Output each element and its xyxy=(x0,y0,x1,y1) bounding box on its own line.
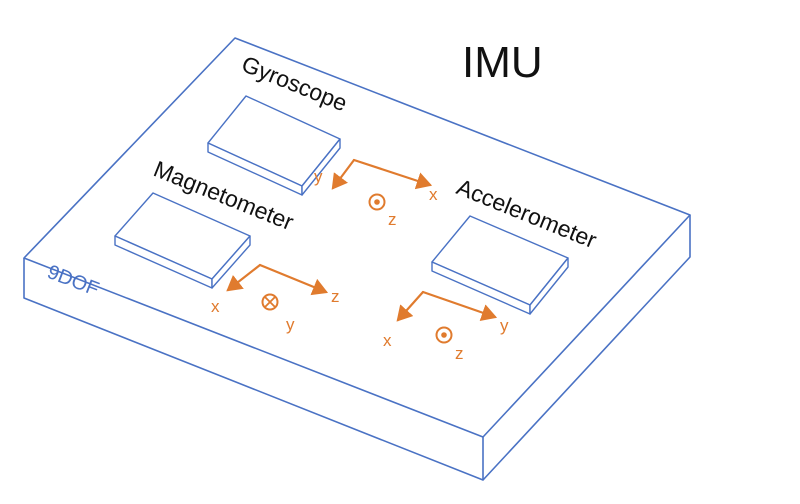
out-of-page-icon xyxy=(435,326,453,344)
magnetometer-z-axis xyxy=(258,263,329,296)
accelerometer-z-label: z xyxy=(455,344,464,363)
diagram-title: IMU xyxy=(462,38,543,87)
into-page-icon xyxy=(261,293,279,311)
accelerometer-y-axis xyxy=(421,290,498,321)
gyroscope-y-label: y xyxy=(314,167,323,186)
board-side-edge xyxy=(482,215,691,481)
magnetometer-z-label: z xyxy=(331,287,340,306)
gyroscope-axes: y x z xyxy=(314,158,438,229)
magnetometer-chip xyxy=(114,192,251,289)
magnetometer-x-axis xyxy=(226,263,262,292)
accelerometer-chip xyxy=(431,215,569,315)
accelerometer-x-axis xyxy=(396,290,425,322)
imu-board xyxy=(23,37,691,481)
gyroscope-x-axis xyxy=(352,158,433,190)
gyroscope-chip xyxy=(207,95,341,196)
board-label: 9DOF xyxy=(44,261,102,301)
out-of-page-icon xyxy=(368,193,386,211)
accelerometer-x-label: x xyxy=(383,331,392,350)
gyroscope-y-axis xyxy=(331,158,356,190)
magnetometer-y-label: y xyxy=(286,315,295,334)
accelerometer-axes: x y z xyxy=(383,290,509,363)
magnetometer-axes: x z y xyxy=(211,263,340,334)
gyroscope-x-label: x xyxy=(429,185,438,204)
board-front-edge xyxy=(23,258,484,481)
accelerometer-y-label: y xyxy=(500,316,509,335)
gyroscope-z-label: z xyxy=(388,210,397,229)
magnetometer-x-label: x xyxy=(211,297,220,316)
